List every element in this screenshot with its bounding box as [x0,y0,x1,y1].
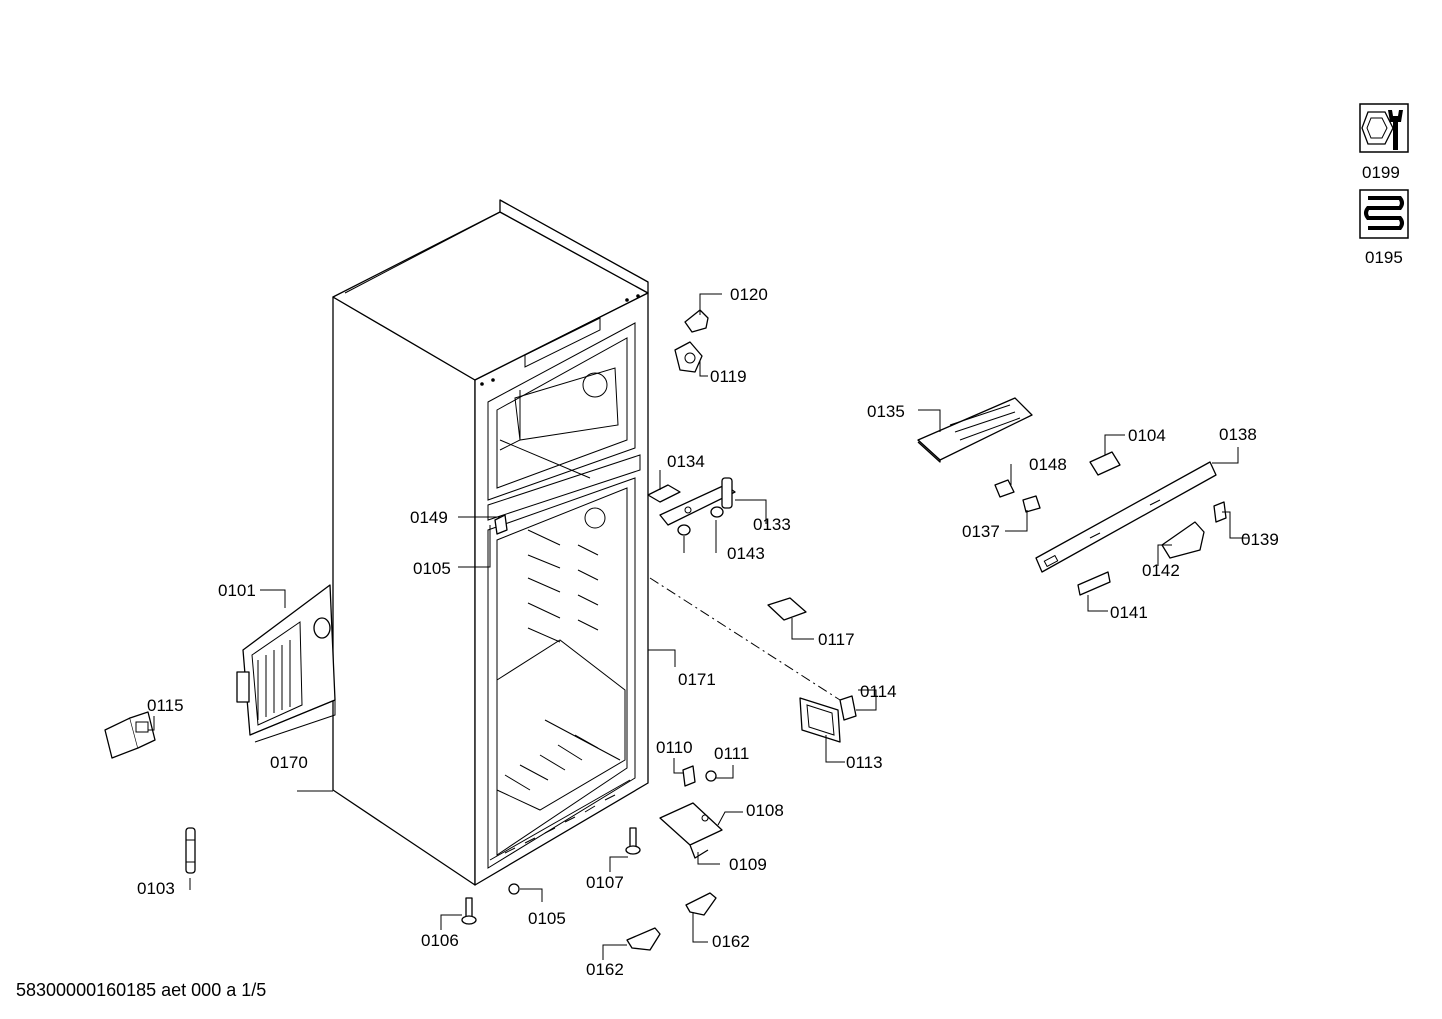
label-0139: 0139 [1241,530,1279,549]
part-0142-knob [1161,521,1205,559]
label-0143: 0143 [727,544,765,563]
cabinet-body [332,199,649,886]
part-0143-bushing [677,506,724,536]
part-0110-clip [682,765,696,787]
assembly-dashed-line [649,577,841,701]
label-0199: 0199 [1362,163,1400,182]
part-0120-clip [684,309,709,333]
label-0114: 0114 [860,682,897,701]
part-0113-lamp-cover [799,697,841,743]
part-0107-foot [625,827,641,855]
label-0101: 0101 [218,581,256,600]
label-0171: 0171 [678,670,716,689]
label-0117: 0117 [818,630,855,649]
part-0119-holder [674,341,703,373]
label-0148: 0148 [1029,455,1067,474]
label-0162-right: 0162 [712,932,750,951]
label-0111: 0111 [714,744,749,763]
part-0134-bracket [647,484,681,503]
part-0137-cover [1022,495,1041,513]
label-0113: 0113 [846,753,883,772]
part-0162-bracket-a [626,927,661,951]
part-0114-cap [839,695,857,721]
part-0117-lamp-holder [767,597,807,621]
label-0105-top: 0105 [413,559,451,578]
part-0101-rear-cover [236,584,336,743]
label-0108: 0108 [746,801,784,820]
label-0138: 0138 [1219,425,1257,444]
label-0133: 0133 [753,515,791,534]
label-0162-left: 0162 [586,960,624,979]
part-0139-label [1213,501,1227,523]
label-0119: 0119 [710,367,747,386]
label-0106: 0106 [421,931,459,950]
label-0137: 0137 [962,522,1000,541]
label-0120: 0120 [730,285,768,304]
part-0103-rod [185,827,196,874]
part-0111-screw [705,770,717,782]
part-labels: 0101 0115 0170 0103 0120 0119 0134 0133 … [137,285,1279,979]
part-0149-screws [494,514,508,535]
leader-lines [148,293,1248,960]
wrench-nut-icon [1359,103,1409,153]
document-footer-code: 58300000160185 aet 000 a 1/5 [16,980,267,1000]
part-0135-control-housing [917,397,1033,463]
label-0142: 0142 [1142,561,1180,580]
label-0141: 0141 [1110,603,1148,622]
label-0104: 0104 [1128,426,1166,445]
label-0103: 0103 [137,879,175,898]
label-0105-bottom: 0105 [528,909,566,928]
part-0104-switch [1089,451,1121,476]
label-0115: 0115 [147,696,184,715]
part-0141-label-strip [1077,571,1111,596]
part-0148-lamp-socket [994,479,1015,498]
label-0110: 0110 [656,738,693,757]
part-0105-cap [508,883,520,895]
part-0115-thermostat [104,711,156,759]
heating-coil-icon [1359,189,1409,239]
part-0106-foot [461,897,477,925]
label-0149: 0149 [410,508,448,527]
part-0138-control-panel [1035,461,1217,573]
part-0162-bracket-b [685,892,717,916]
label-0134: 0134 [667,452,705,471]
part-0133-hinge [659,477,736,526]
part-0108-hinge-bracket [659,802,723,859]
label-0195: 0195 [1365,248,1403,267]
label-0170: 0170 [270,753,308,772]
label-0109: 0109 [729,855,767,874]
label-0135: 0135 [867,402,905,421]
label-0107: 0107 [586,873,624,892]
